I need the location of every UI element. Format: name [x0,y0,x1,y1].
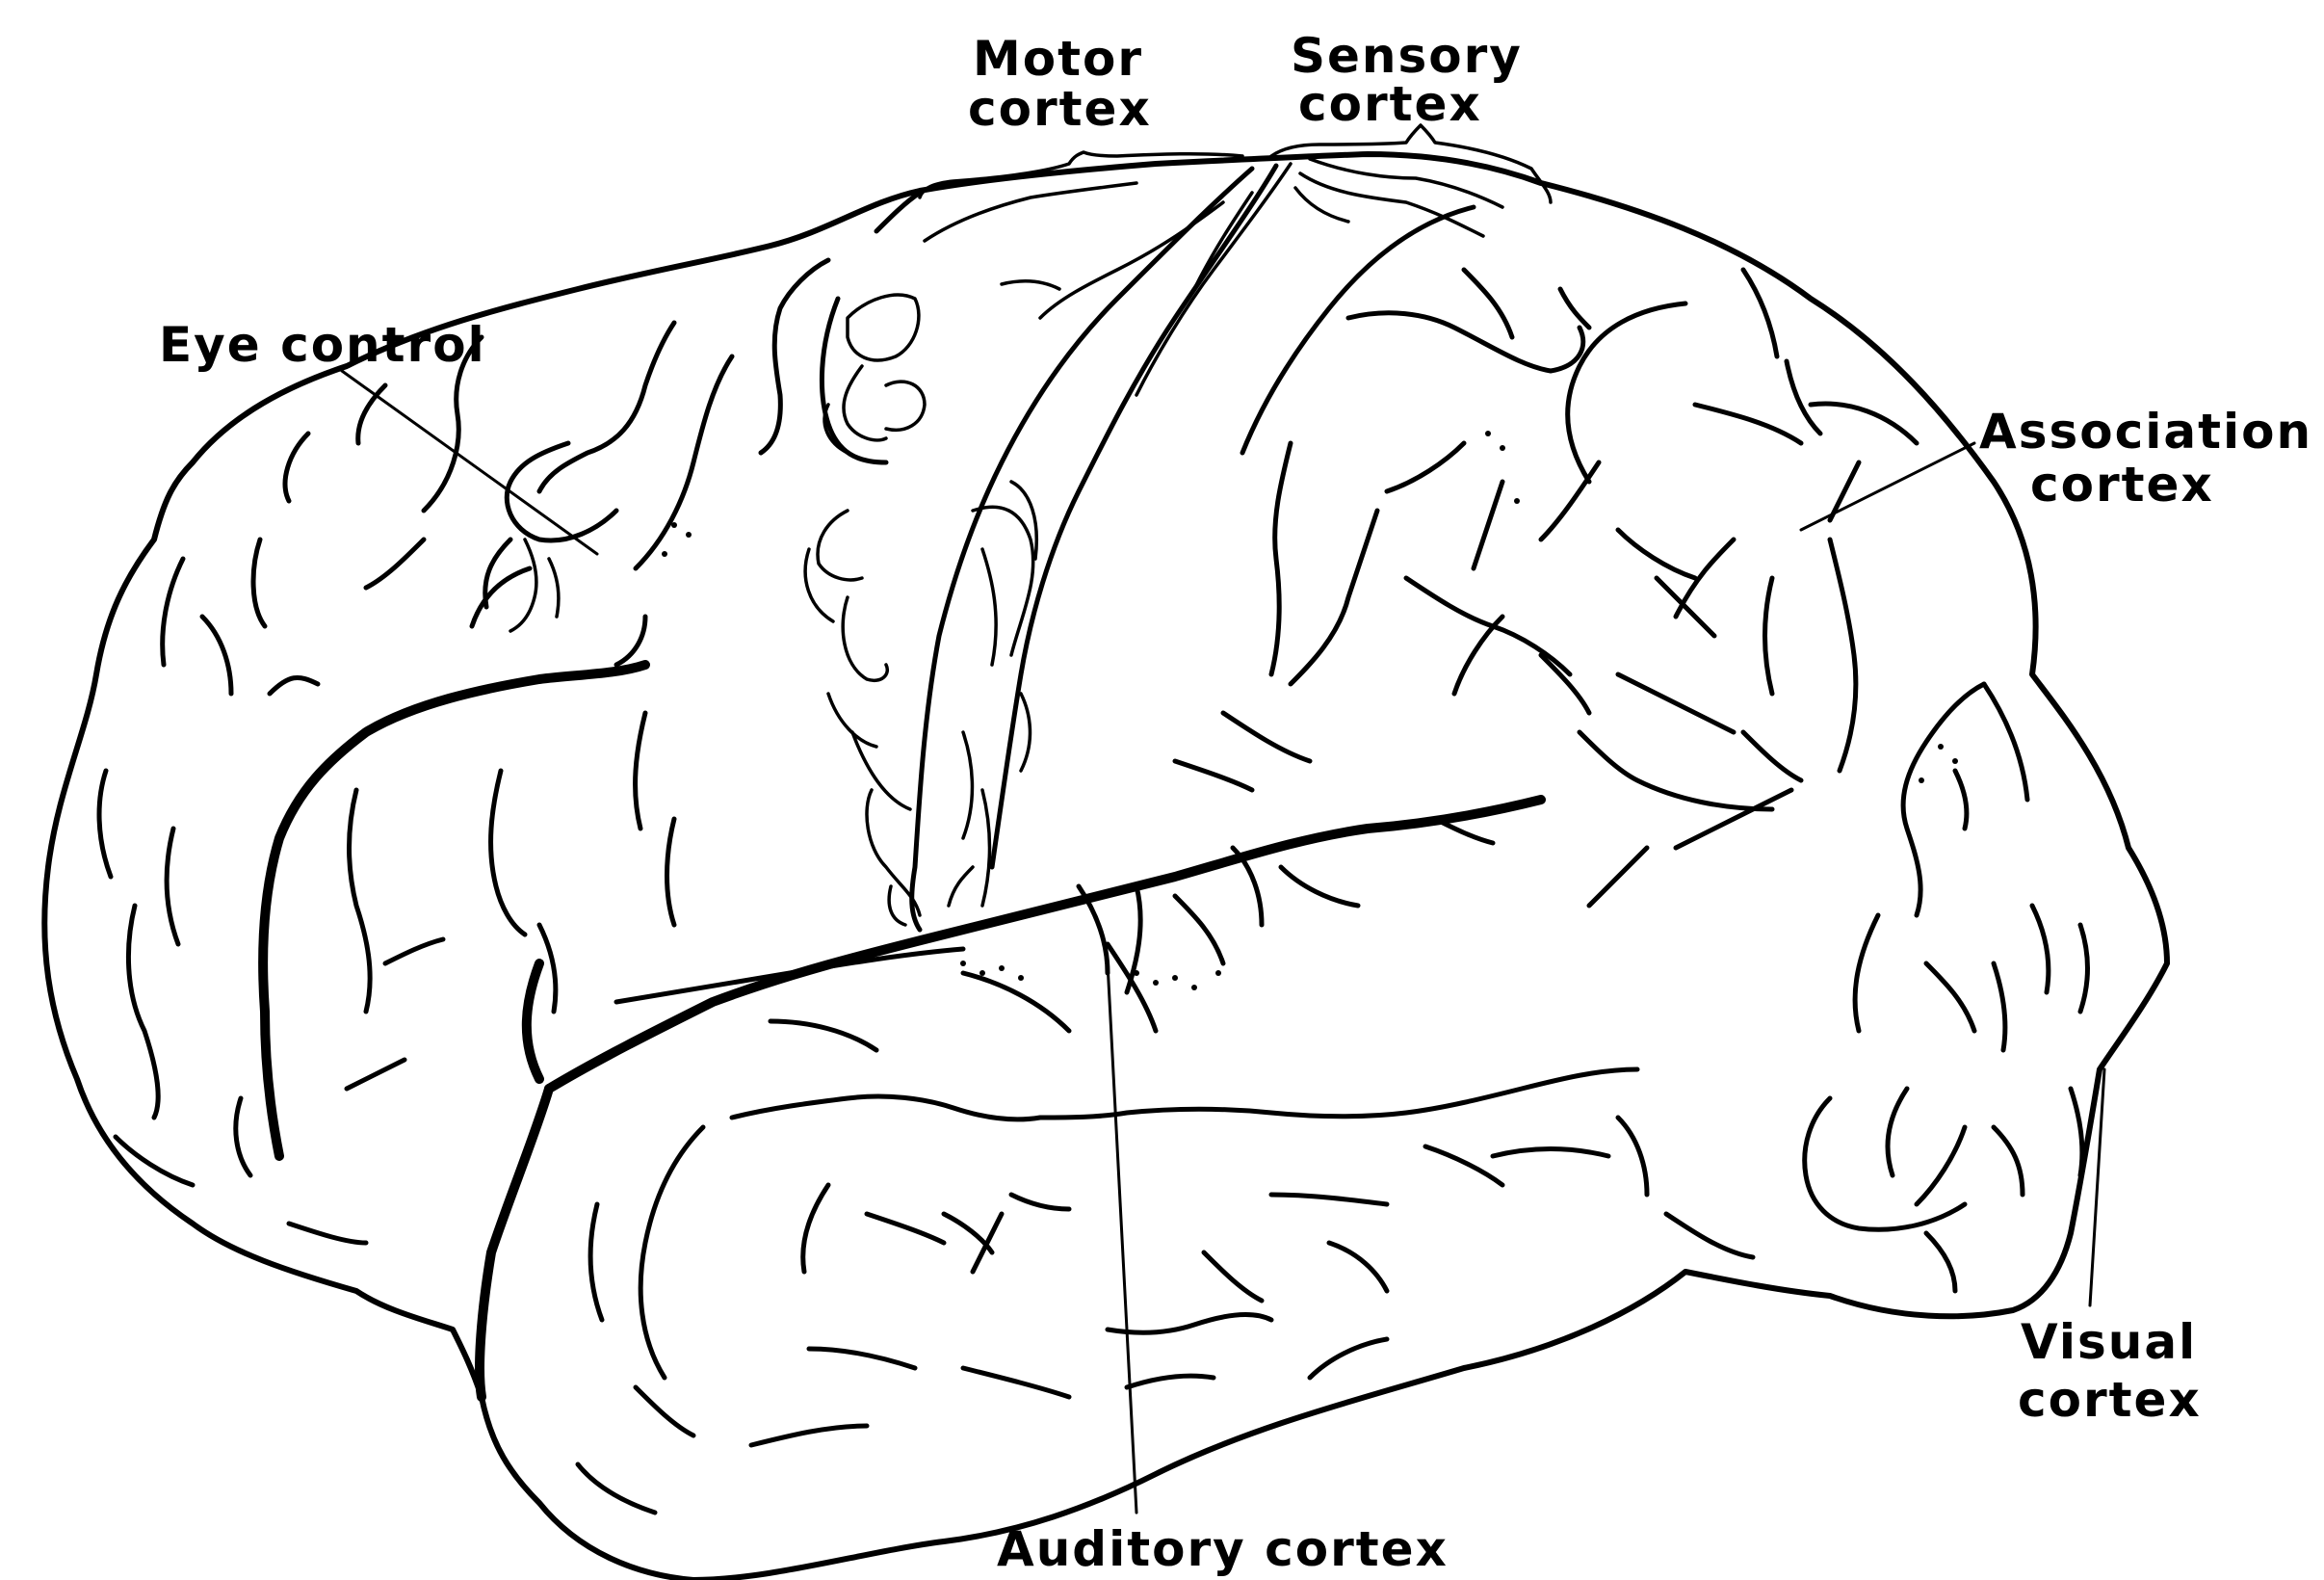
eye-control-label: Eye control [159,317,486,373]
motor-cortex-label-line-1: Motor [973,31,1143,87]
association-cortex-label-line-1: Association [1979,404,2312,460]
visual-cortex-label-line-1: Visual [2021,1314,2197,1370]
temporal-lobe-sulci [578,848,1753,1513]
occipital-lobe-sulci [1485,431,2088,1291]
auditory-cortex-leader [1108,963,1136,1513]
precentral-gyrus-detail [805,295,925,925]
association-cortex-leader [1801,443,1974,530]
leader-lines [342,125,2104,1513]
central-sulcus [912,159,1502,930]
parietal-lobe-sulci [1175,207,1917,906]
visual-cortex-label: Visual cortex [2018,1314,2216,1428]
sensory-cortex-bracket [1271,125,1551,202]
association-cortex-label-line-2: cortex [2030,457,2214,513]
sensory-cortex-label: Sensory cortex [1291,28,1541,132]
auditory-cortex-label: Auditory cortex [997,1521,1449,1577]
motor-cortex-label-line-2: cortex [968,81,1152,137]
sensory-cortex-label-line-2: cortex [1298,76,1482,132]
visual-cortex-label-line-2: cortex [2018,1372,2202,1428]
eye-control-leader [342,371,597,554]
motor-cortex-label: Motor cortex [968,31,1162,137]
association-cortex-label: Association cortex [1979,404,2324,513]
lateral-fissure [263,665,1541,1397]
